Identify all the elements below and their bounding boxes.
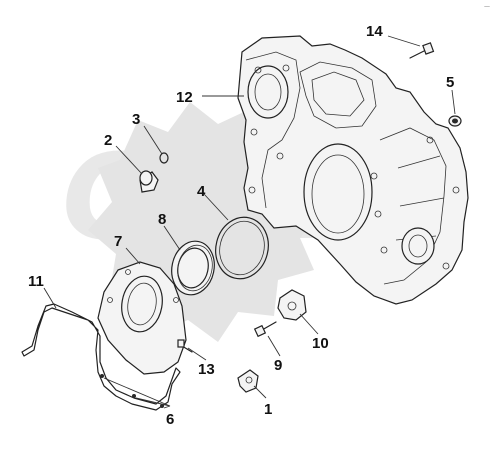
leader-3 <box>143 125 163 155</box>
callout-14: 14 <box>366 23 383 40</box>
callout-13: 13 <box>198 361 215 378</box>
part-9-bolt <box>253 321 277 338</box>
callout-5: 5 <box>446 74 454 91</box>
leader-1 <box>253 385 267 399</box>
seal-lip <box>177 244 213 292</box>
callout-9: 9 <box>274 357 282 374</box>
part-11-gasket-strip <box>21 303 181 411</box>
bolt-hole <box>248 186 256 194</box>
leader-11 <box>43 287 57 309</box>
callout-3: 3 <box>132 111 140 128</box>
bolt-hole <box>426 136 434 144</box>
bolt-hole <box>250 128 258 136</box>
part-3-o-ring <box>159 152 169 164</box>
callout-12: 12 <box>176 89 193 106</box>
bolt-hole <box>254 66 262 74</box>
corner-mark: — <box>484 3 490 10</box>
callout-1: 1 <box>264 401 272 418</box>
bolt-hole <box>442 262 450 270</box>
leader-6 <box>103 377 171 409</box>
gasket-inner <box>219 220 265 276</box>
part-13-bolt <box>177 339 193 353</box>
bolt-head <box>177 339 185 348</box>
part-4-gasket-ring <box>215 216 269 280</box>
callout-4: 4 <box>197 183 206 200</box>
bolt-hole <box>380 246 388 254</box>
housing-flange-left <box>245 51 301 209</box>
bolt <box>100 374 104 378</box>
cover-hole <box>107 297 113 303</box>
bolt-shank <box>409 49 427 59</box>
callout-7: 7 <box>114 233 122 250</box>
bolt <box>160 404 164 408</box>
housing-left-port-inner <box>254 73 282 111</box>
plate-hole <box>287 301 297 311</box>
bolt-hole <box>370 172 378 180</box>
part-8-seal-ring <box>171 240 215 296</box>
leader-10 <box>299 313 319 335</box>
cover-bore <box>121 275 163 333</box>
bolt-hole <box>276 152 284 160</box>
leader-5 <box>451 89 456 115</box>
leader-9 <box>267 335 281 357</box>
leader-lines <box>43 35 456 409</box>
leader-8 <box>163 225 181 251</box>
cap-top <box>139 170 153 186</box>
part-14-bolt <box>409 42 435 59</box>
leader-2 <box>115 145 143 175</box>
callout-8: 8 <box>158 211 166 228</box>
housing-top-boss <box>299 61 377 129</box>
bolt <box>132 394 136 398</box>
callout-11: 11 <box>28 273 44 290</box>
bolt-shank <box>261 321 277 331</box>
bracket-body <box>237 369 259 393</box>
part-1-bracket <box>237 369 259 393</box>
cover-bore-inner <box>127 282 157 326</box>
housing-starter-port <box>401 227 435 265</box>
bracket-hole <box>245 376 253 384</box>
part-5-plug <box>448 115 462 127</box>
callout-10: 10 <box>312 335 329 352</box>
leader-13 <box>187 347 207 361</box>
housing-starter-port-inner <box>408 234 428 258</box>
bolt-hole <box>282 64 290 72</box>
part-2-breather-cap <box>139 170 159 193</box>
housing-right-rib <box>379 127 447 285</box>
callouts: 14 12 3 2 5 4 8 7 11 10 9 13 1 6 <box>28 23 454 428</box>
bolt-head <box>253 324 267 338</box>
leader-7 <box>125 247 141 265</box>
housing-left-port <box>247 65 289 119</box>
housing-crank-bore-inner <box>311 154 365 234</box>
housing-bolt-holes <box>248 64 460 270</box>
part-10-cover-plate <box>277 289 307 321</box>
callout-6: 6 <box>166 411 174 428</box>
housing-top-window <box>311 71 365 117</box>
bolt-hole <box>452 186 460 194</box>
leader-4 <box>203 193 229 221</box>
plate-body <box>277 289 307 321</box>
cover-hole <box>173 297 179 303</box>
leader-14 <box>387 35 421 47</box>
plug-hex <box>452 118 458 124</box>
housing-crank-bore <box>303 143 373 241</box>
bolt-head <box>422 42 435 55</box>
bolt-hole <box>374 210 382 218</box>
part-7-seal-housing <box>97 261 187 375</box>
part-6-bolts <box>100 374 164 408</box>
gasket-outer <box>215 216 269 280</box>
callout-2: 2 <box>104 132 112 149</box>
cover-hole <box>125 269 131 275</box>
flywheel-housing <box>237 35 469 305</box>
